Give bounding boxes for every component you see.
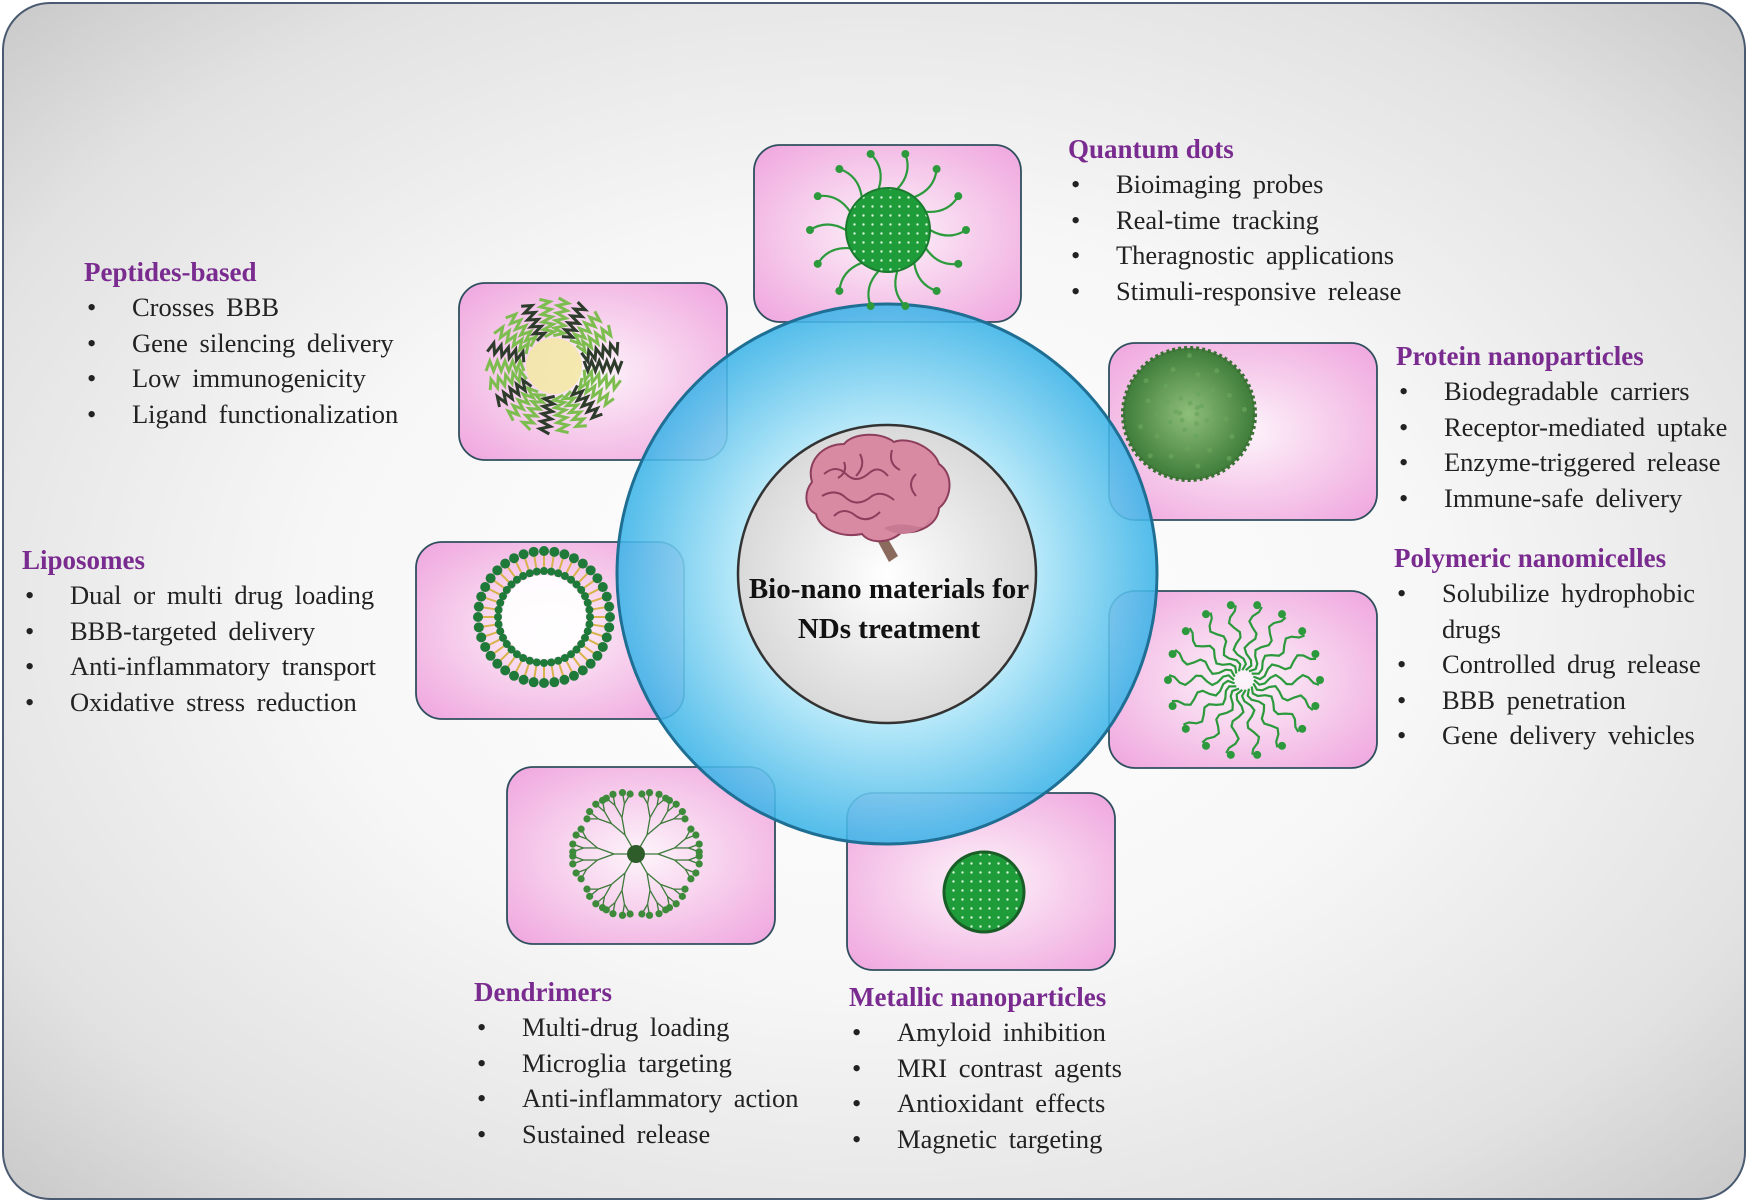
- metallic-nanoparticle-icon: [942, 850, 1026, 934]
- list-item: Immune-safe delivery: [1396, 481, 1727, 517]
- list-item: Amyloid inhibition: [849, 1015, 1122, 1051]
- list-item: Solubilize hydrophobic drugs: [1394, 576, 1724, 647]
- list-item: Receptor-mediated uptake: [1396, 410, 1727, 446]
- list-item: Anti-inflammatory action: [474, 1081, 799, 1117]
- list-item: Stimuli-responsive release: [1068, 274, 1401, 310]
- liposomes-list: Dual or multi drug loading BBB-targeted …: [22, 578, 376, 720]
- list-item: BBB penetration: [1394, 683, 1724, 719]
- polymeric-label: Polymeric nanomicelles Solubilize hydrop…: [1394, 540, 1724, 754]
- list-item: Enzyme-triggered release: [1396, 445, 1727, 481]
- list-item: Crosses BBB: [84, 290, 398, 326]
- polymeric-title: Polymeric nanomicelles: [1394, 543, 1667, 573]
- list-item: Dual or multi drug loading: [22, 578, 376, 614]
- list-item: Magnetic targeting: [849, 1122, 1122, 1158]
- peptides-list: Crosses BBB Gene silencing delivery Low …: [84, 290, 398, 432]
- quantum-dot-icon: [806, 149, 970, 311]
- protein-label: Protein nanoparticles Biodegradable carr…: [1396, 338, 1727, 516]
- list-item: Biodegradable carriers: [1396, 374, 1727, 410]
- peptide-nanoparticle-icon: [484, 296, 624, 436]
- quantum-dots-label: Quantum dots Bioimaging probes Real-time…: [1068, 131, 1401, 309]
- dendrimers-label: Dendrimers Multi-drug loading Microglia …: [474, 974, 799, 1152]
- metallic-title: Metallic nanoparticles: [849, 982, 1107, 1012]
- list-item: Ligand functionalization: [84, 397, 398, 433]
- liposomes-title: Liposomes: [22, 545, 146, 575]
- dendrimers-title: Dendrimers: [474, 977, 612, 1007]
- protein-title: Protein nanoparticles: [1396, 341, 1644, 371]
- liposome-icon: [473, 546, 615, 688]
- list-item: BBB-targeted delivery: [22, 614, 376, 650]
- quantum-dots-list: Bioimaging probes Real-time tracking The…: [1068, 167, 1401, 309]
- list-item: Microglia targeting: [474, 1046, 799, 1082]
- list-item: Low immunogenicity: [84, 361, 398, 397]
- polymeric-list: Solubilize hydrophobic drugs Controlled …: [1394, 576, 1724, 754]
- polymeric-micelle-icon: [1164, 601, 1324, 759]
- list-item: Gene delivery vehicles: [1394, 718, 1724, 754]
- dendrimers-list: Multi-drug loading Microglia targeting A…: [474, 1010, 799, 1152]
- protein-list: Biodegradable carriers Receptor-mediated…: [1396, 374, 1727, 516]
- list-item: Antioxidant effects: [849, 1086, 1122, 1122]
- list-item: MRI contrast agents: [849, 1051, 1122, 1087]
- diagram-canvas: [415, 144, 1378, 971]
- liposomes-label: Liposomes Dual or multi drug loading BBB…: [22, 542, 376, 720]
- list-item: Bioimaging probes: [1068, 167, 1401, 203]
- list-item: Anti-inflammatory transport: [22, 649, 376, 685]
- list-item: Multi-drug loading: [474, 1010, 799, 1046]
- list-item: Controlled drug release: [1394, 647, 1724, 683]
- center-title: Bio-nano materials for NDs treatment: [748, 573, 1030, 645]
- quantum-dots-title: Quantum dots: [1068, 134, 1234, 164]
- list-item: Real-time tracking: [1068, 203, 1401, 239]
- brain-icon: [805, 433, 951, 562]
- metallic-label: Metallic nanoparticles Amyloid inhibitio…: [849, 979, 1122, 1157]
- list-item: Theragnostic applications: [1068, 238, 1401, 274]
- peptides-title: Peptides-based: [84, 257, 257, 287]
- metallic-list: Amyloid inhibition MRI contrast agents A…: [849, 1015, 1122, 1157]
- protein-nanoparticle-icon: [1121, 346, 1257, 482]
- list-item: Oxidative stress reduction: [22, 685, 376, 721]
- peptides-label: Peptides-based Crosses BBB Gene silencin…: [84, 254, 398, 432]
- list-item: Sustained release: [474, 1117, 799, 1153]
- dendrimer-icon: [569, 789, 703, 919]
- list-item: Gene silencing delivery: [84, 326, 398, 362]
